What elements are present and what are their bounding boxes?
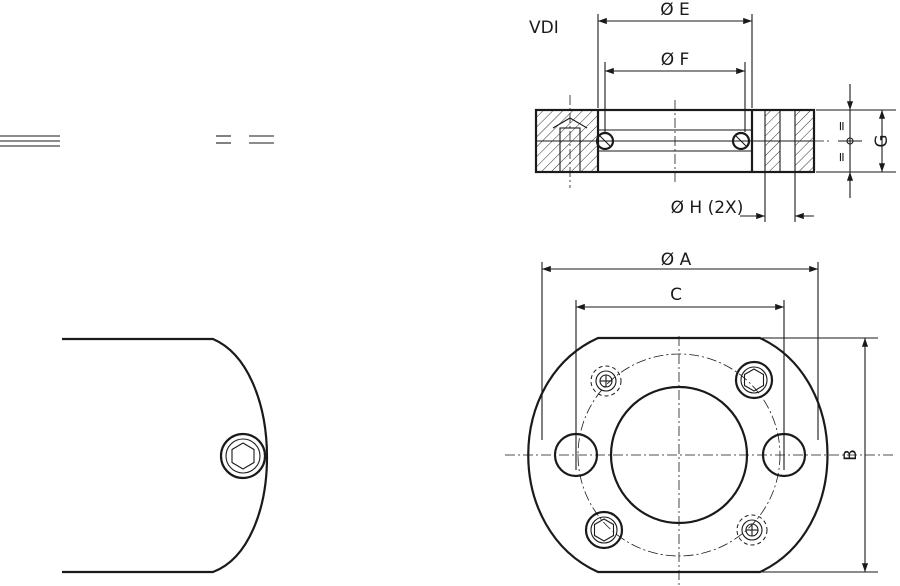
socket-screw <box>219 432 267 480</box>
hatch-right-a <box>765 111 780 171</box>
section-view: VDI Ø E <box>529 0 896 222</box>
dim-h-label: Ø H (2X) <box>671 198 744 218</box>
vdi-label: VDI <box>529 18 559 38</box>
equal-mark-lower: = <box>835 152 850 163</box>
side-view-partial <box>62 337 268 574</box>
hole-left <box>553 432 599 478</box>
hole-right <box>761 432 807 478</box>
dowel-bottom-right <box>736 514 768 546</box>
dim-f-label: Ø F <box>661 50 690 70</box>
dim-c-label: C <box>670 285 682 305</box>
ball-right <box>731 131 751 151</box>
dim-b-label: B <box>841 449 861 461</box>
flange-outline <box>527 336 829 574</box>
screw-bottom-left <box>584 510 624 550</box>
break-marks <box>0 135 274 147</box>
dowel-top-left <box>590 365 622 397</box>
screw-top-right <box>734 360 774 400</box>
plan-view: Ø A C B <box>505 250 895 586</box>
dim-e-label: Ø E <box>660 0 690 20</box>
dim-a-label: Ø A <box>661 250 692 270</box>
dim-g-label: G <box>872 134 892 147</box>
hatch-left <box>537 111 597 171</box>
equal-mark-upper: = <box>835 121 850 132</box>
